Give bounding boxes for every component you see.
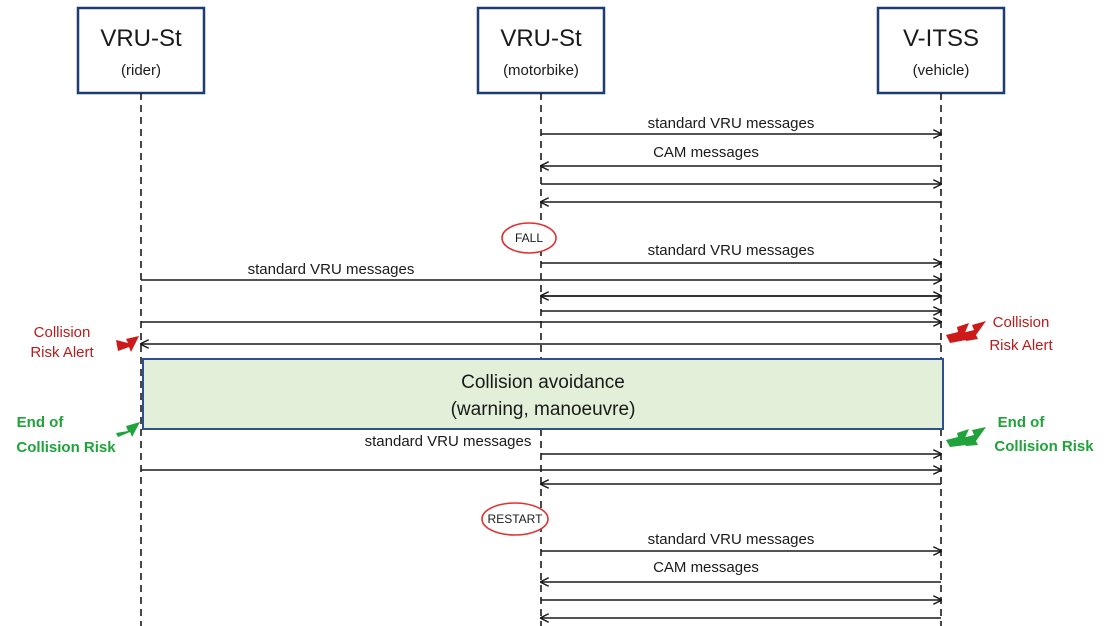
message-label-standard-vru-1: standard VRU messages bbox=[648, 115, 815, 132]
restart-event: RESTART bbox=[481, 502, 549, 536]
fall-event: FALL bbox=[501, 222, 557, 254]
collision-avoidance-rect bbox=[142, 358, 944, 430]
participant-motorbike-name: VRU-St bbox=[500, 25, 582, 52]
left-collision-alert-line1: Collision bbox=[34, 324, 91, 341]
left-end-collision-line1: End of bbox=[17, 414, 65, 431]
message-label-cam-1: CAM messages bbox=[653, 144, 759, 161]
left-collision-alert-line2: Risk Alert bbox=[30, 344, 94, 361]
fall-event-label: FALL bbox=[515, 231, 543, 245]
lightning-icon bbox=[116, 336, 139, 352]
right-collision-alert-line1: Collision bbox=[993, 314, 1050, 331]
right-end-collision: End of Collision Risk bbox=[946, 414, 1094, 455]
participant-rider-role: (rider) bbox=[121, 62, 161, 79]
restart-event-label: RESTART bbox=[488, 512, 544, 526]
message-label-standard-vru-rider: standard VRU messages bbox=[248, 261, 415, 278]
message-label-standard-vru-4: standard VRU messages bbox=[648, 531, 815, 548]
participant-rider: VRU-St (rider) bbox=[76, 6, 206, 95]
lightning-icon bbox=[116, 422, 140, 437]
restart-event-oval bbox=[481, 502, 549, 536]
left-collision-alert: Collision Risk Alert bbox=[30, 324, 139, 361]
collision-avoidance-subtitle: (warning, manoeuvre) bbox=[451, 399, 636, 420]
lightning-icon bbox=[962, 321, 986, 341]
lightning-icon bbox=[962, 427, 986, 446]
participant-vehicle-role: (vehicle) bbox=[913, 62, 970, 79]
right-collision-alert-line2: Risk Alert bbox=[989, 337, 1053, 354]
participant-motorbike: VRU-St (motorbike) bbox=[476, 6, 606, 95]
fall-event-oval bbox=[501, 222, 557, 254]
lightning-icon bbox=[946, 323, 969, 343]
message-label-cam-2: CAM messages bbox=[653, 559, 759, 576]
left-end-collision: End of Collision Risk bbox=[16, 414, 140, 456]
participant-motorbike-box bbox=[476, 6, 606, 95]
left-end-collision-line2: Collision Risk bbox=[16, 439, 116, 456]
participant-vehicle-name: V-ITSS bbox=[903, 25, 979, 52]
right-collision-alert: Collision Risk Alert bbox=[946, 314, 1054, 354]
message-label-standard-vru-3: standard VRU messages bbox=[365, 433, 532, 450]
participant-vehicle: V-ITSS (vehicle) bbox=[876, 6, 1006, 95]
lightning-icon bbox=[946, 429, 969, 447]
collision-avoidance-box: Collision avoidance (warning, manoeuvre) bbox=[142, 358, 944, 430]
message-label-standard-vru-2: standard VRU messages bbox=[648, 242, 815, 259]
right-end-collision-line2: Collision Risk bbox=[994, 438, 1094, 455]
collision-avoidance-title: Collision avoidance bbox=[461, 372, 625, 393]
participant-rider-box bbox=[76, 6, 206, 95]
participant-motorbike-role: (motorbike) bbox=[503, 62, 579, 79]
right-end-collision-line1: End of bbox=[998, 414, 1046, 431]
participant-rider-name: VRU-St bbox=[100, 25, 182, 52]
